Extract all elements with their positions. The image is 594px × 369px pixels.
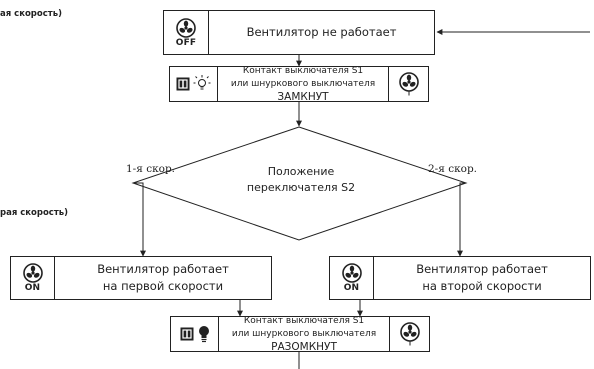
contact-open-line2: или шнуркового выключателя — [231, 328, 377, 339]
contact-closed-text: Контакт выключателя S1 или шнуркового вы… — [218, 65, 388, 103]
fan-icon — [22, 263, 43, 283]
fan-speed1-mode-label: ON — [24, 283, 41, 293]
fan-off-icon-cell: OFF — [164, 11, 209, 54]
contact-open-state: РАЗОМКНУТ — [271, 340, 337, 353]
fan-slowing-icon — [398, 72, 419, 96]
lightbulb-off-icon — [198, 326, 209, 343]
fan-speed2-text: Вентилятор работает на второй скорости — [374, 257, 590, 299]
fan-speed1-icon-cell: ON — [11, 257, 55, 299]
switch-icon — [176, 77, 189, 91]
contact-open-text: Контакт выключателя S1 или шнуркового вы… — [219, 315, 389, 353]
contact-open-line1: Контакт выключателя S1 — [243, 315, 365, 326]
contact-closed-line1: Контакт выключателя S1 — [242, 65, 364, 76]
fan-speed1-line1: Вентилятор работает — [97, 262, 229, 276]
fan-speed2-icon-cell: ON — [330, 257, 374, 299]
contact-open-fan-cell — [389, 317, 429, 351]
decision-diamond — [131, 126, 468, 241]
branch-left-line — [133, 182, 146, 257]
contact-closed-box: Контакт выключателя S1 или шнуркового вы… — [169, 65, 429, 103]
branch-left-label: 1-я скор. — [126, 163, 176, 175]
fan-speed1-text: Вентилятор работает на первой скорости — [55, 257, 271, 299]
decision-text: Положение переключателя S2 — [226, 164, 376, 196]
fan-speed2-box: ON Вентилятор работает на второй скорост… — [329, 256, 591, 300]
fan-speed2-line1: Вентилятор работает — [416, 262, 548, 276]
fan-speed2-line2: на второй скорости — [422, 279, 542, 293]
fan-speed2-mode-label: ON — [343, 283, 360, 293]
fan-speed1-box: ON Вентилятор работает на первой скорост… — [10, 256, 272, 300]
decision-line1: Положение — [267, 165, 335, 178]
contact-closed-line2: или шнуркового выключателя — [230, 78, 376, 89]
fan-icon — [176, 17, 196, 38]
decision-line2: переключателя S2 — [246, 181, 356, 194]
contact-open-icon-cell — [171, 317, 219, 351]
contact-closed-state: ЗАМКНУТ — [277, 90, 329, 103]
contact-closed-icon-cell — [170, 67, 218, 101]
fan-off-box: OFF Вентилятор не работает — [163, 10, 435, 55]
fan-off-text: Вентилятор не работает — [246, 25, 397, 39]
branch-right-label: 2-я скор. — [428, 163, 478, 175]
fan-off-mode-label: OFF — [175, 37, 197, 48]
side-fragment-middle: рая скорость) — [0, 208, 69, 218]
fan-slowing-icon — [399, 322, 420, 346]
switch-icon — [180, 327, 193, 341]
side-fragment-top: ая скорость) — [0, 9, 62, 19]
contact-closed-fan-cell — [388, 67, 428, 101]
fan-icon — [341, 263, 362, 283]
contact-open-box: Контакт выключателя S1 или шнуркового вы… — [170, 315, 430, 353]
branch-right-line — [457, 182, 466, 257]
lightbulb-on-icon — [193, 75, 210, 90]
fan-speed1-line2: на первой скорости — [102, 279, 224, 293]
